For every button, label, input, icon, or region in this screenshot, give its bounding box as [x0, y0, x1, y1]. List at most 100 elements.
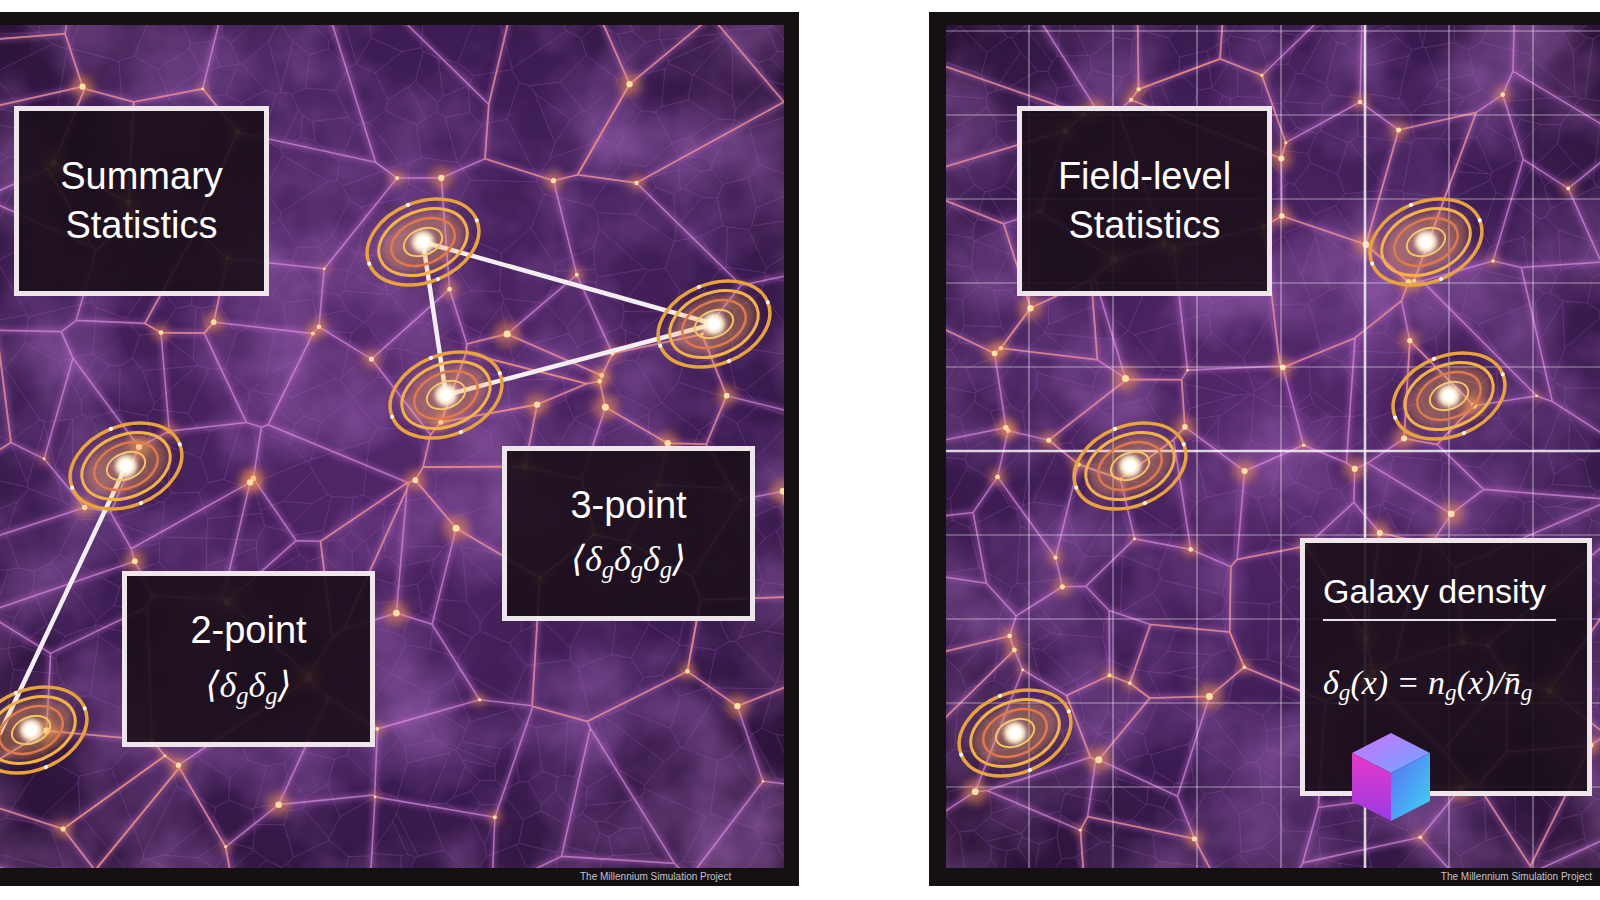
halo-knot — [374, 795, 377, 798]
halo-knot — [1186, 369, 1188, 371]
fine-filaments — [946, 25, 1600, 868]
halo-glow — [984, 343, 1005, 364]
ring-tick — [108, 426, 113, 431]
galaxy-ring — [384, 209, 462, 275]
halo-glow — [1131, 82, 1147, 98]
halo-glow — [169, 755, 189, 775]
halo-glow — [494, 321, 520, 347]
halo-glow — [1389, 121, 1408, 140]
ring-tick — [658, 343, 663, 348]
credit-watermark: The Millennium Simulation Project — [1441, 871, 1592, 882]
galaxy-ring — [369, 196, 478, 288]
galaxy-ring — [645, 265, 783, 383]
galaxy-core-glow — [1116, 452, 1145, 481]
web-texture — [946, 25, 1600, 868]
ring-tick — [1438, 276, 1443, 281]
halo-knot — [1003, 425, 1008, 430]
credit-watermark: The Millennium Simulation Project — [580, 871, 731, 882]
galaxy-core — [1122, 458, 1138, 474]
galaxy-ring — [1395, 350, 1504, 442]
correlation-line — [423, 242, 714, 324]
hot-filament — [0, 318, 11, 475]
grid-line — [946, 450, 1600, 453]
halo-glow — [758, 777, 767, 786]
halo-glow — [1413, 830, 1427, 844]
halo-knot — [1053, 555, 1057, 559]
galaxy-ring — [0, 684, 85, 776]
web-background — [0, 25, 784, 868]
ring-tick — [458, 429, 463, 434]
subscript: g — [1339, 680, 1351, 706]
galaxy-symbol — [1378, 335, 1521, 458]
halo-glow — [592, 373, 608, 389]
halo-knot — [1021, 668, 1024, 671]
cube-face — [1352, 753, 1391, 821]
ring-tick — [367, 261, 372, 266]
halo-knot — [395, 176, 399, 180]
hot-filament — [63, 756, 179, 868]
galaxy-ring — [103, 446, 150, 485]
halo-glow — [1102, 668, 1118, 684]
ring-tick — [138, 500, 143, 505]
filaments — [0, 25, 784, 868]
halo-knot — [551, 178, 556, 183]
galaxy-ring — [354, 183, 492, 301]
halo-knot — [176, 762, 181, 767]
hot-filament — [1137, 25, 1223, 89]
galaxy-core — [1441, 388, 1457, 404]
galaxy-glow — [1079, 424, 1182, 509]
halo-knot — [447, 287, 452, 292]
ring-tick — [1393, 415, 1398, 420]
halo-knot — [1122, 375, 1129, 382]
halo-knot — [1136, 87, 1140, 91]
halo-glow — [443, 515, 469, 541]
ring-tick — [43, 764, 48, 769]
halo-knot — [1012, 648, 1017, 653]
cube-icon — [1352, 733, 1430, 821]
box-heading: Field-level Statistics — [1038, 152, 1251, 251]
ring-tick — [474, 218, 479, 223]
galaxy-ring — [1061, 407, 1199, 525]
galaxy-glow — [75, 424, 178, 509]
halo-glow — [1048, 550, 1064, 566]
halo-knot — [1302, 444, 1306, 448]
halo-glow — [628, 175, 644, 191]
grid-line — [946, 30, 1600, 31]
hot-filament — [95, 768, 237, 868]
galaxy-ring — [392, 349, 501, 441]
halo-knot — [780, 488, 784, 495]
galaxy-ring — [946, 674, 1084, 792]
halo-glow — [267, 793, 291, 817]
galaxy-symbol — [643, 263, 784, 386]
halo-knot — [376, 727, 380, 731]
analysis-grid — [946, 25, 1600, 868]
ring-tick — [497, 371, 502, 376]
ring-tick — [1112, 426, 1117, 431]
grid-line — [1280, 25, 1281, 868]
halo-glow — [1123, 676, 1137, 690]
halo-knot — [1129, 98, 1133, 102]
ring-tick — [1408, 202, 1413, 207]
galaxy-ring — [660, 278, 769, 370]
halo-glow — [618, 73, 641, 96]
halo-knot — [1401, 435, 1407, 441]
halo-glow — [1005, 641, 1023, 659]
halo-knot — [1260, 74, 1263, 77]
grid-line — [946, 366, 1600, 367]
ring-tick — [726, 358, 731, 363]
halo-knot — [1241, 468, 1247, 474]
subscript: g — [265, 682, 277, 709]
halo-knot — [634, 181, 638, 185]
galaxy-core — [118, 458, 134, 474]
halo-knot — [995, 474, 1000, 479]
halo-knot — [1407, 338, 1412, 343]
galaxy-core-glow — [1001, 719, 1030, 748]
halo-knot — [1279, 213, 1285, 219]
galaxy-glow — [964, 691, 1067, 776]
ring-tick — [997, 693, 1002, 698]
ring-tick — [82, 706, 87, 711]
halo-knot — [1128, 681, 1132, 685]
halo-knot — [1535, 395, 1538, 398]
galaxy-glow — [663, 282, 766, 367]
halo-glow — [362, 350, 381, 369]
